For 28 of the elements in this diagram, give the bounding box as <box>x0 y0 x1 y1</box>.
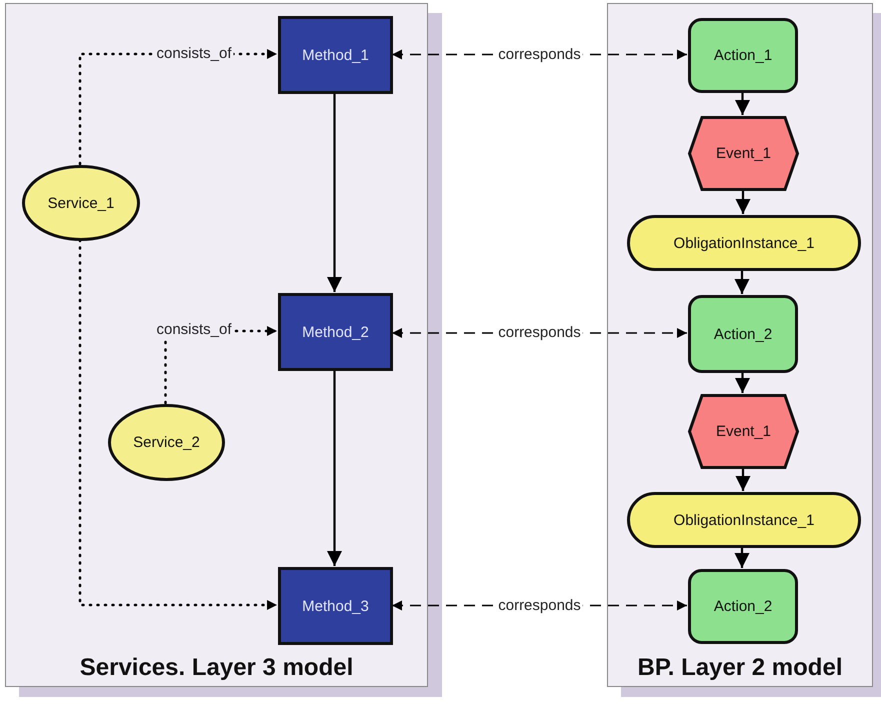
edge-label: corresponds <box>496 324 583 342</box>
node-label: Action_2 <box>714 326 772 342</box>
node-label: Method_1 <box>302 46 369 64</box>
arrow <box>736 190 750 214</box>
edge-label: corresponds <box>496 596 583 614</box>
node-label: Action_1 <box>714 47 772 64</box>
arrow <box>734 270 750 294</box>
node-label: Service_2 <box>133 434 200 451</box>
node-label: Event_1 <box>716 423 772 440</box>
edge-label: consists_of <box>154 45 234 63</box>
panel-title: Services. Layer 3 model <box>78 654 354 682</box>
arrow <box>735 372 750 393</box>
arrow <box>327 370 342 566</box>
node-label: Event_1 <box>716 145 772 162</box>
node-label: Service_1 <box>48 194 114 212</box>
arrow <box>736 468 750 491</box>
arrow <box>327 93 342 292</box>
node-label: ObligationInstance_1 <box>674 512 814 528</box>
node-label: Method_2 <box>302 324 369 340</box>
edge-label: consists_of <box>154 321 234 339</box>
panel-title: BP. Layer 2 model <box>636 654 844 682</box>
arrow <box>734 547 750 568</box>
dotted-arrow <box>78 238 278 610</box>
arrow <box>735 92 750 115</box>
edge-label: corresponds <box>496 46 583 64</box>
node-label: Method_3 <box>302 598 369 614</box>
node-label: Action_2 <box>714 598 772 615</box>
node-label: ObligationInstance_1 <box>674 234 814 252</box>
